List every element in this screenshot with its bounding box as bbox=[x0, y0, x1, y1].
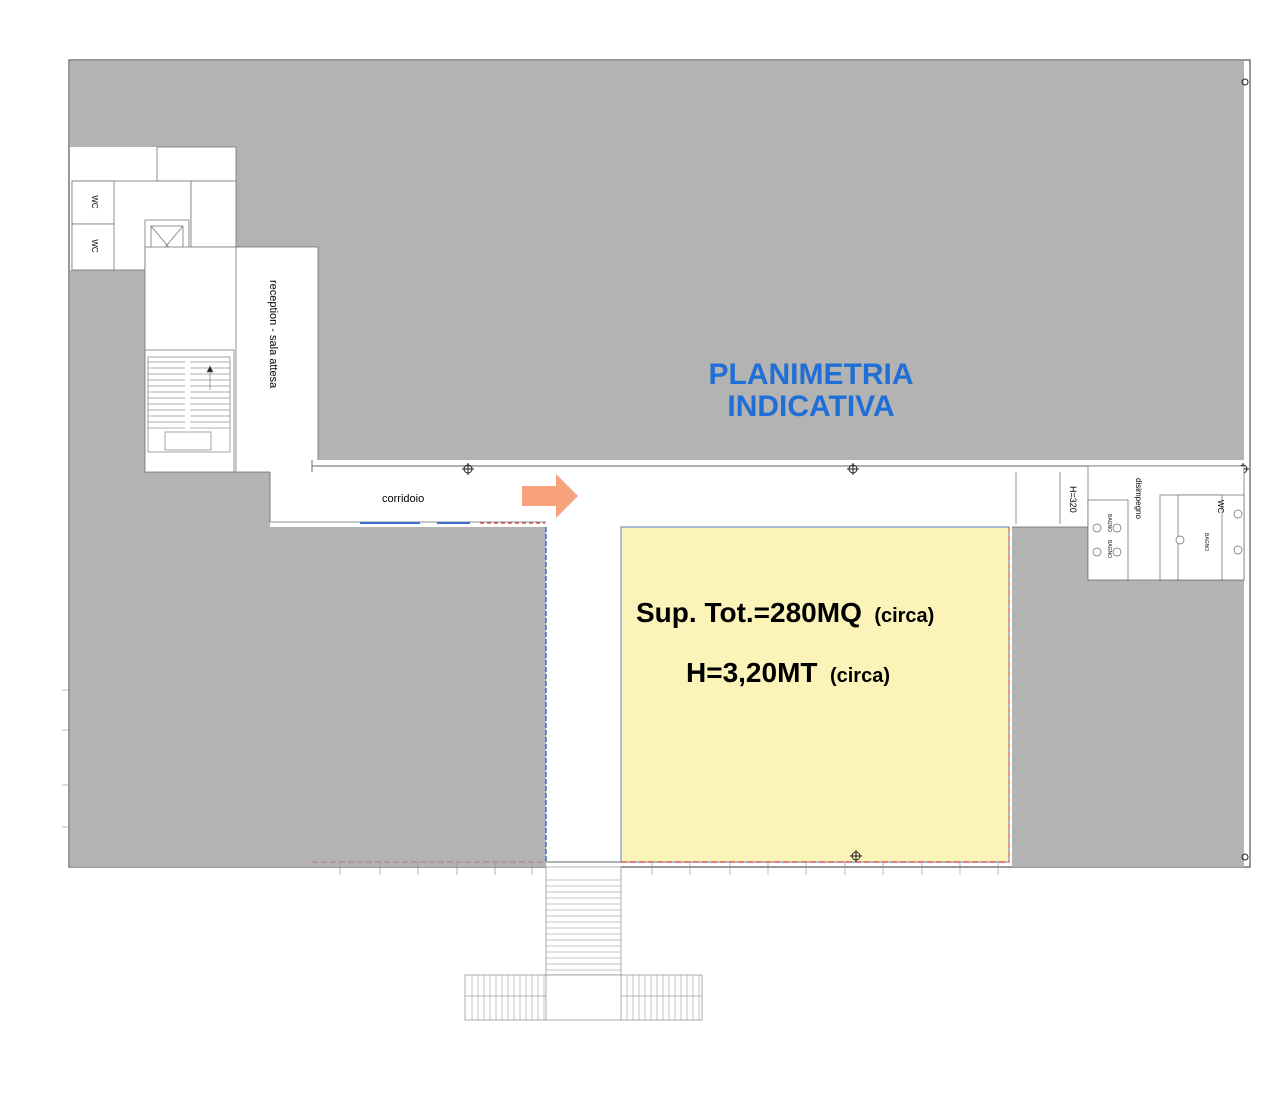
shaded-zone-bottom-left bbox=[270, 527, 546, 867]
surface-total-note: (circa) bbox=[874, 605, 934, 627]
surface-total-text: Sup. Tot.=280MQ (circa) bbox=[636, 597, 934, 628]
height-mark-label: H=320 bbox=[1068, 486, 1078, 513]
disimpegno-label: disimpegno bbox=[1134, 478, 1143, 519]
staircase bbox=[147, 356, 231, 453]
shaded-zone-top bbox=[236, 61, 1244, 247]
height-value: H=3,20MT bbox=[686, 657, 818, 688]
surface-total-value: Sup. Tot.=280MQ bbox=[636, 597, 862, 628]
shaded-zones bbox=[70, 61, 1244, 867]
shaded-zone-right-2 bbox=[1012, 527, 1088, 587]
service-block bbox=[71, 146, 237, 271]
bagno-label-1: BAGNO bbox=[1106, 514, 1112, 532]
shaded-zone-left bbox=[70, 270, 145, 867]
plan-title-line-2: INDICATIVA bbox=[727, 390, 894, 423]
bottom-dimension-marks bbox=[62, 689, 999, 875]
wc-label-bottom: WC bbox=[90, 239, 99, 253]
shaded-zone-right bbox=[1088, 580, 1244, 867]
bagno-label-3: BAGNO bbox=[1203, 533, 1209, 551]
height-note: (circa) bbox=[830, 665, 890, 687]
shaded-zone-top-left bbox=[70, 61, 236, 147]
available-area bbox=[620, 526, 1010, 863]
shaded-zone-top-right bbox=[318, 247, 1244, 460]
bagno-label-2: BAGNO bbox=[1106, 540, 1112, 558]
plan-title-line-1: PLANIMETRIA bbox=[709, 358, 914, 391]
reception-block bbox=[144, 246, 319, 473]
entrance-stairs bbox=[464, 866, 703, 1021]
entrance-stair-steps bbox=[471, 879, 700, 1020]
reception-label: reception - sala attesa bbox=[267, 280, 279, 389]
height-text: H=3,20MT (circa) bbox=[686, 657, 890, 688]
corridor-label: corridoio bbox=[382, 493, 424, 505]
corridor bbox=[269, 460, 1244, 528]
wc-label-top: WC bbox=[90, 195, 99, 209]
bathroom-block bbox=[1015, 465, 1245, 581]
shaded-zone-left-2 bbox=[145, 472, 270, 867]
wc-label-right: WC bbox=[1216, 500, 1225, 514]
entry-direction-arrow-right bbox=[522, 474, 578, 518]
entrance-passage bbox=[546, 527, 621, 867]
